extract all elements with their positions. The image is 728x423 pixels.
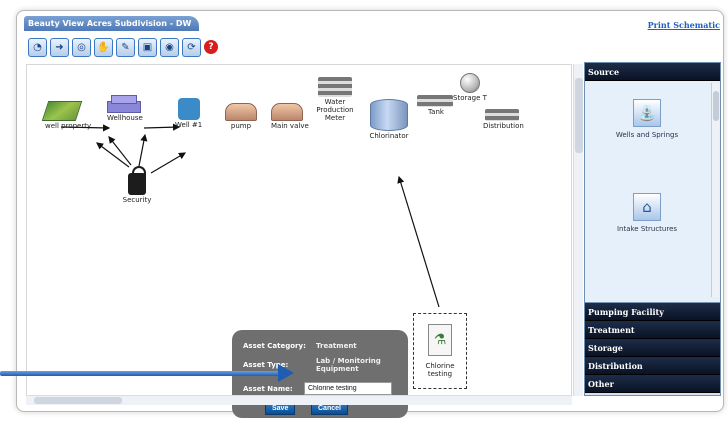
callout-arrow — [0, 371, 282, 376]
delete-icon[interactable]: ▣ — [138, 37, 157, 57]
panel-section-source[interactable]: Source — [585, 63, 720, 81]
canvas-horizontal-scrollbar[interactable] — [26, 395, 572, 405]
water-production-meter-node[interactable]: Water Production Meter — [313, 77, 357, 122]
panel-section-treatment[interactable]: Treatment — [585, 321, 720, 339]
zoom-icon[interactable]: ◔ — [28, 37, 47, 57]
wellhouse-node[interactable]: Wellhouse — [107, 95, 143, 122]
schematic-toolbar: ◔ ➜ ◎ ✋ ✎ ▣ ◉ ⟳ ? — [28, 36, 218, 58]
panel-section-pumping-facility[interactable]: Pumping Facility — [585, 303, 720, 321]
asset-name-input[interactable] — [304, 382, 392, 395]
farm-icon — [41, 101, 83, 121]
well-property-node[interactable]: well property — [41, 101, 91, 130]
security-node[interactable]: Security — [117, 165, 157, 204]
help-icon[interactable]: ? — [204, 40, 218, 54]
lock-icon — [128, 166, 146, 195]
well-faucet-icon: ⛲ — [633, 99, 661, 127]
panel-section-other[interactable]: Other — [585, 375, 720, 393]
building-icon — [107, 95, 141, 113]
valve-icon — [271, 103, 303, 121]
pump-icon — [225, 103, 257, 121]
asset-type-row: Asset Type: Lab / Monitoring Equipment — [243, 357, 381, 373]
asset-name-row: Asset Name: — [243, 385, 293, 393]
tank-node[interactable]: Tank — [417, 95, 455, 116]
navigate-icon[interactable]: ➜ — [50, 37, 69, 57]
intake-structures-item[interactable]: ⌂ Intake Structures — [611, 193, 683, 233]
refresh-icon[interactable]: ⟳ — [182, 37, 201, 57]
tank-icon — [370, 99, 408, 131]
pan-icon[interactable]: ◎ — [72, 37, 91, 57]
well-1-node[interactable]: Well #1 — [175, 98, 202, 129]
asset-category-panel: Source ⛲ Wells and Springs ⌂ Intake Stru… — [584, 62, 721, 396]
faucet-icon — [177, 98, 200, 120]
print-schematic-link[interactable]: Print Schematic — [647, 20, 720, 30]
meter-icon — [318, 77, 352, 97]
lab-icon: ⚗ — [428, 324, 452, 356]
panel-section-storage[interactable]: Storage — [585, 339, 720, 357]
chlorine-testing-label: Chlorine testing — [425, 362, 455, 378]
source-items-list: ⛲ Wells and Springs ⌂ Intake Structures — [585, 81, 720, 303]
window-title-tab: Beauty View Acres Subdivision - DW — [24, 16, 200, 31]
panel-section-distribution[interactable]: Distribution — [585, 357, 720, 375]
hand-icon[interactable]: ✋ — [94, 37, 113, 57]
distribution-icon — [485, 109, 519, 121]
schematic-canvas[interactable]: well property Wellhouse Well #1 pump Mai… — [26, 64, 572, 418]
pump-node[interactable]: pump — [225, 103, 257, 130]
sphere-icon — [460, 73, 480, 93]
asset-category-row: Asset Category: Treatment — [243, 342, 357, 350]
main-valve-node[interactable]: Main valve — [271, 103, 309, 130]
distribution-node[interactable]: Distribution — [483, 109, 524, 130]
chlorine-testing-node[interactable]: ⚗ Chlorine testing — [413, 313, 467, 389]
edit-icon[interactable]: ◉ — [160, 37, 179, 57]
schematic-editor: Beauty View Acres Subdivision - DW Print… — [24, 14, 722, 418]
storage-tank-node[interactable]: Storage T — [451, 73, 489, 102]
chlorinator-node[interactable]: Chlorinator — [365, 99, 413, 140]
canvas-vertical-scrollbar[interactable] — [573, 64, 583, 396]
storage-icon — [417, 95, 453, 107]
draw-icon[interactable]: ✎ — [116, 37, 135, 57]
callout-arrow-head — [278, 364, 294, 382]
panel-scrollbar[interactable] — [711, 83, 719, 297]
intake-icon: ⌂ — [633, 193, 661, 221]
wells-springs-item[interactable]: ⛲ Wells and Springs — [611, 99, 683, 139]
